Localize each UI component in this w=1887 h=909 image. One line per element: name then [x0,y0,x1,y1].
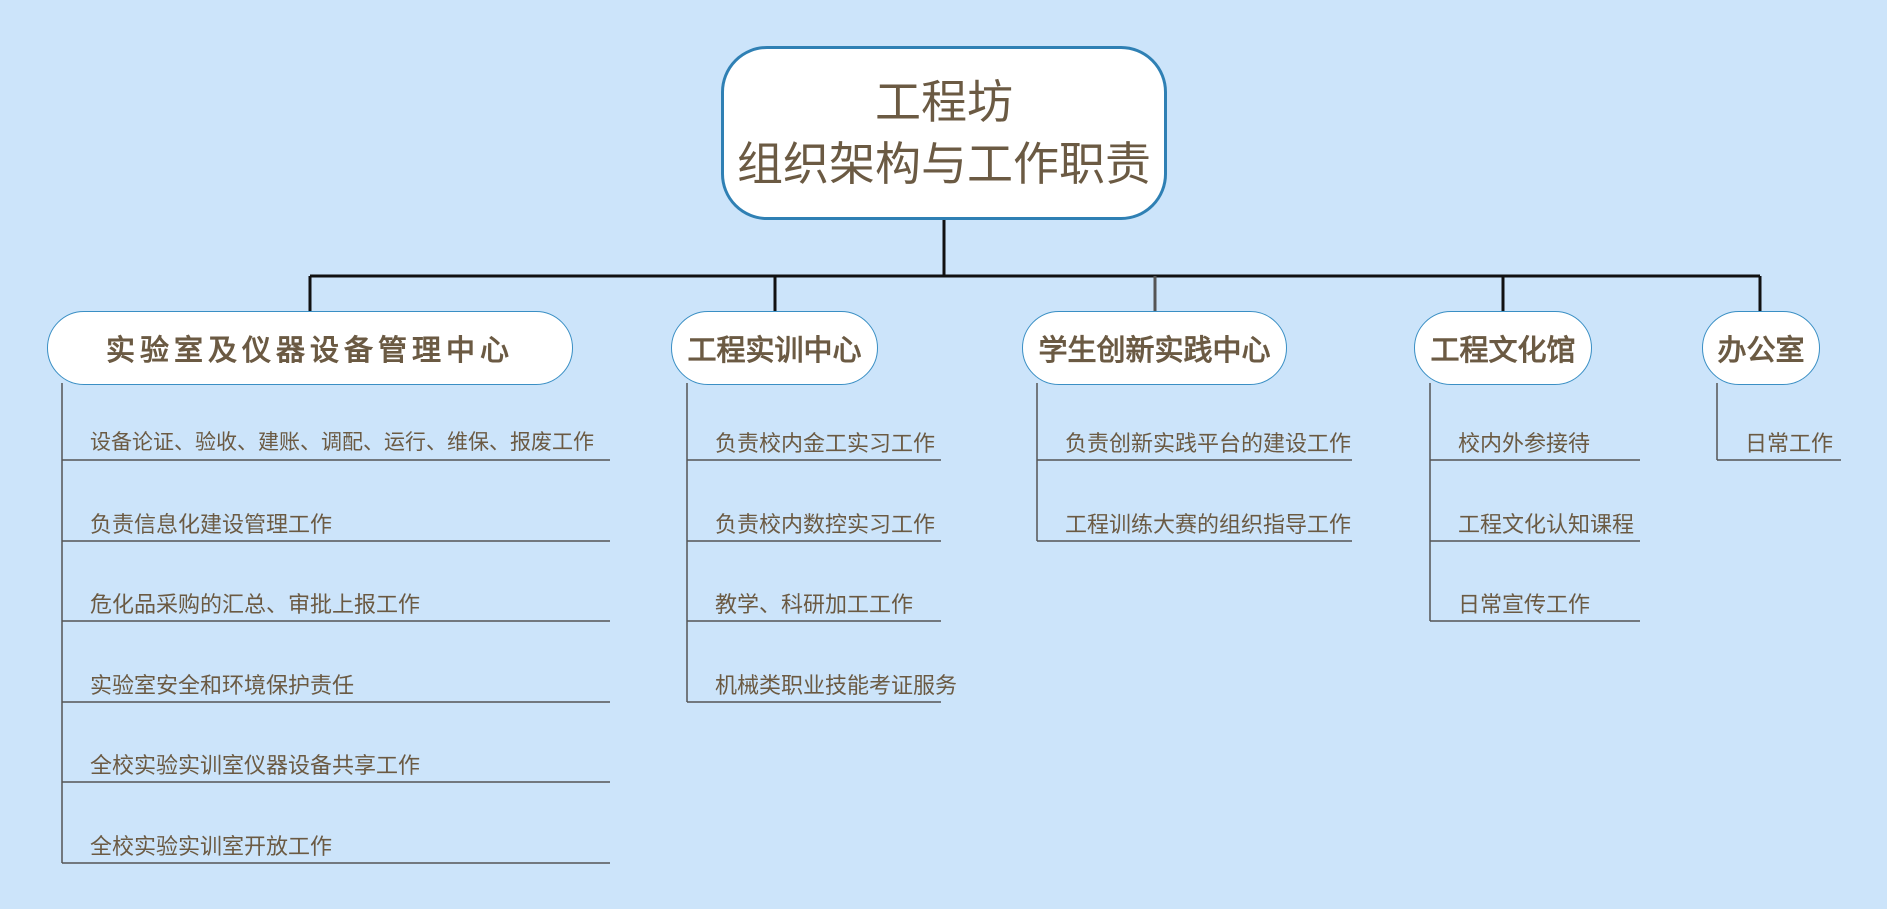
duty-item: 全校实验实训室仪器设备共享工作 [90,754,421,779]
root-title-line2: 组织架构与工作职责 [737,137,1151,191]
duty-item: 日常工作 [1745,432,1834,457]
branch-label: 学生创新实践中心 [1038,333,1271,367]
duty-item: 设备论证、验收、建账、调配、运行、维保、报废工作 [90,430,594,454]
root-title-line1: 工程坊 [875,75,1013,129]
duty-item: 负责校内数控实习工作 [715,513,936,538]
duty-item: 危化品采购的汇总、审批上报工作 [90,593,421,618]
duty-item: 负责校内金工实习工作 [715,432,936,457]
branch-node-lab-equipment-center: 实验室及仪器设备管理中心 [47,311,573,385]
branch-label: 实验室及仪器设备管理中心 [105,333,514,367]
duty-item: 工程训练大赛的组织指导工作 [1065,513,1352,538]
branch-node-student-innovation-center: 学生创新实践中心 [1022,311,1287,385]
duty-item: 全校实验实训室开放工作 [90,835,333,860]
branch-label: 工程文化馆 [1430,333,1576,367]
branch-label: 办公室 [1717,333,1805,367]
duty-item: 负责创新实践平台的建设工作 [1065,432,1352,457]
root-node: 工程坊 组织架构与工作职责 [721,46,1167,220]
duty-item: 教学、科研加工工作 [715,593,914,618]
duty-item: 工程文化认知课程 [1458,513,1635,538]
branch-label: 工程实训中心 [687,333,862,367]
branch-node-office: 办公室 [1702,311,1820,385]
duty-item: 实验室安全和环境保护责任 [90,674,355,699]
duty-item: 负责信息化建设管理工作 [90,513,333,538]
duty-item: 机械类职业技能考证服务 [715,674,958,699]
duty-item: 日常宣传工作 [1458,593,1591,618]
branch-node-engineering-culture-hall: 工程文化馆 [1414,311,1592,385]
duty-item: 校内外参接待 [1458,432,1591,457]
branch-node-engineering-training-center: 工程实训中心 [671,311,878,385]
